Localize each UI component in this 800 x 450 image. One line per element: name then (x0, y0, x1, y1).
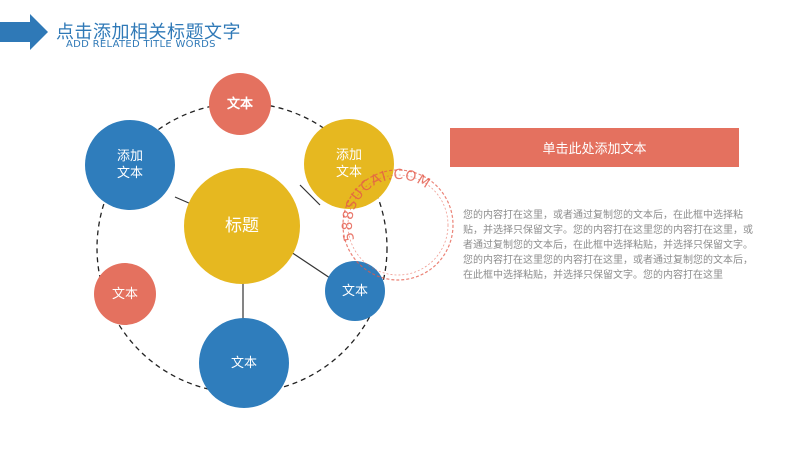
node-top-label: 文本 (226, 96, 253, 112)
node-lower-left-label: 文本 (111, 286, 138, 302)
node-center: 标题 (184, 168, 300, 284)
spoke-lower-right (287, 249, 331, 279)
node-bottom-label: 文本 (230, 355, 257, 371)
arrow-right-icon (0, 14, 48, 50)
spoke-right (299, 184, 321, 206)
add-text-banner-label: 单击此处添加文本 (542, 142, 647, 157)
node-upper-right-label: 添加 文本 (335, 148, 362, 180)
node-lower-right-label: 文本 (341, 283, 368, 299)
content-paragraph: 您的内容打在这里，或者通过复制您的文本后，在此框中选择粘贴，并选择只保留文字。您… (463, 210, 753, 281)
page-title: 点击添加相关标题文字 (56, 22, 241, 43)
node-top: 文本 (209, 73, 271, 135)
node-upper-right: 添加 文本 (304, 119, 394, 209)
page-subtitle: ADD RELATED TITLE WORDS (66, 39, 216, 50)
node-upper-left-label: 添加 文本 (116, 149, 143, 181)
cycle-diagram: 文本 添加 文本 添加 文本 标题 文本 文本 文本 (85, 73, 394, 408)
node-upper-left: 添加 文本 (85, 120, 175, 210)
node-center-label: 标题 (225, 215, 259, 236)
node-lower-left: 文本 (94, 263, 156, 325)
node-lower-right: 文本 (325, 261, 385, 321)
add-text-banner[interactable]: 单击此处添加文本 (450, 128, 739, 167)
node-bottom: 文本 (199, 318, 289, 408)
